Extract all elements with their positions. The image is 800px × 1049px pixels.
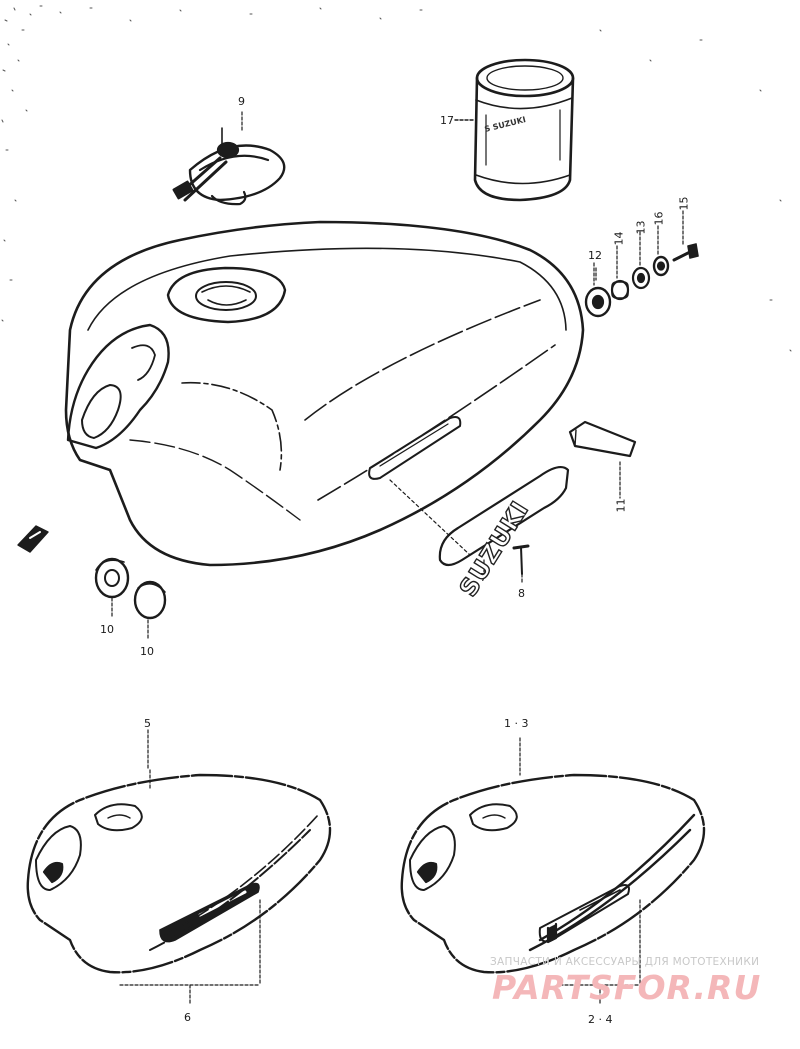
touch-up-paint-can — [454, 58, 575, 202]
callout-15: 15 — [677, 196, 691, 211]
watermark-tagline: ЗАПЧАСТИ И АКСЕССУАРЫ ДЛЯ МОТОТЕХНИКИ — [490, 956, 760, 968]
mounting-hardware-set — [584, 210, 699, 318]
scan-speckle — [1, 5, 792, 352]
tank-variant-5 — [26, 769, 332, 1006]
callout-7: 7 — [480, 571, 487, 584]
tank-variant-1-3 — [400, 737, 706, 1006]
callout-17: 17 — [440, 114, 454, 127]
fuel-cap-with-keys — [172, 127, 286, 206]
suzuki-emblem-outline — [438, 465, 570, 573]
callout-6: 6 — [184, 1011, 191, 1024]
callout-2-4: 2 · 4 — [588, 1013, 613, 1026]
main-fuel-tank — [64, 220, 585, 567]
callout-9: 9 — [238, 95, 245, 108]
callout-10-upper: 10 — [100, 623, 114, 636]
callout-11: 11 — [614, 498, 628, 513]
callout-12: 12 — [588, 249, 602, 262]
watermark-logo: PARTSFOR.RU — [492, 968, 762, 1007]
front-arrow-icon — [17, 525, 49, 553]
rubber-cushion-block — [568, 420, 637, 499]
callout-10-lower: 10 — [140, 645, 154, 658]
emblem-screw — [512, 544, 530, 585]
leader-lines — [147, 111, 597, 771]
rubber-grommets — [94, 557, 167, 641]
callout-16: 16 — [652, 211, 666, 226]
callout-1-3: 1 · 3 — [504, 717, 529, 730]
callout-5: 5 — [144, 717, 151, 730]
callout-14: 14 — [612, 231, 626, 246]
callout-13: 13 — [634, 220, 648, 235]
callout-8: 8 — [518, 587, 525, 600]
